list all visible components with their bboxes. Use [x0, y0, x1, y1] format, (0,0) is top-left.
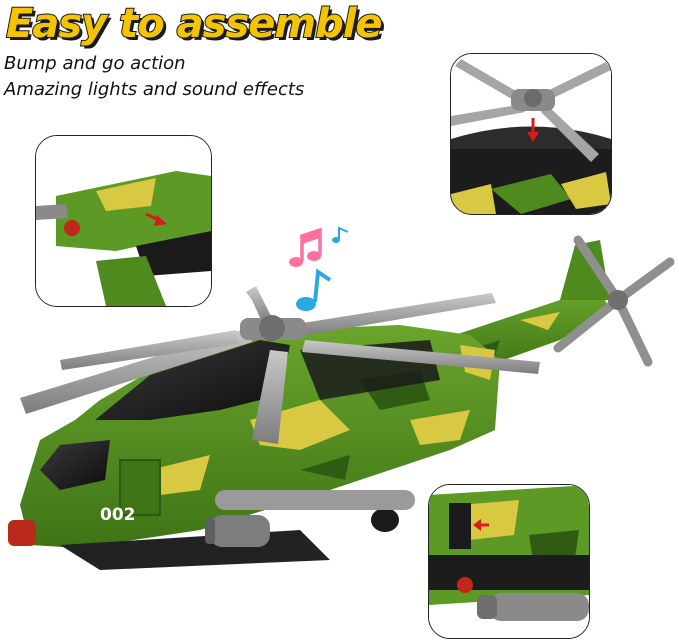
inset-front-attachment: [35, 135, 212, 307]
music-note-icon: [332, 226, 349, 243]
model-number: 002: [100, 505, 136, 525]
red-arrow-icon: [473, 519, 489, 531]
feature-text-2: Amazing lights and sound effects: [4, 79, 305, 100]
feature-text-1: Bump and go action: [4, 53, 186, 74]
red-arrow-icon: [527, 118, 539, 142]
red-arrow-icon: [145, 212, 167, 226]
inset-rotor-assembly: [450, 53, 612, 215]
inset-side-pod: [428, 484, 590, 639]
music-note-icon: [289, 227, 322, 267]
headline: Easy to assemble: [5, 0, 384, 48]
music-note-icon: [296, 268, 332, 311]
